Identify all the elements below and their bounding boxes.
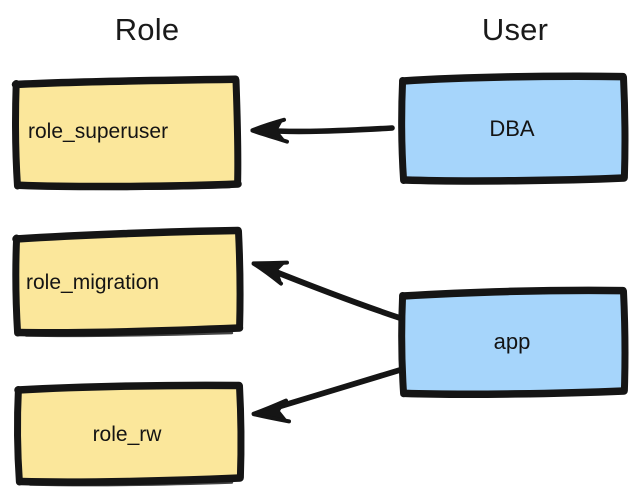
node-shape-app: [398, 286, 629, 398]
node-shape-role-rw: [14, 381, 245, 487]
node-app[interactable]: app: [396, 285, 629, 399]
node-shape-dba: [398, 72, 629, 185]
edge-app-to-role-migration: [251, 260, 403, 321]
edge-app-to-role-rw: [251, 367, 403, 424]
node-role-rw[interactable]: role_rw: [10, 380, 245, 490]
edge-dba-to-role-superuser: [250, 117, 395, 144]
node-shape-role-superuser: [11, 75, 242, 191]
node-role-superuser[interactable]: role_superuser: [10, 74, 242, 191]
node-role-migration[interactable]: role_migration: [8, 226, 244, 340]
node-shape-role-migration: [12, 226, 244, 338]
column-header-role: Role: [114, 12, 180, 47]
column-header-user: User: [481, 12, 549, 47]
node-dba[interactable]: DBA: [396, 72, 629, 186]
